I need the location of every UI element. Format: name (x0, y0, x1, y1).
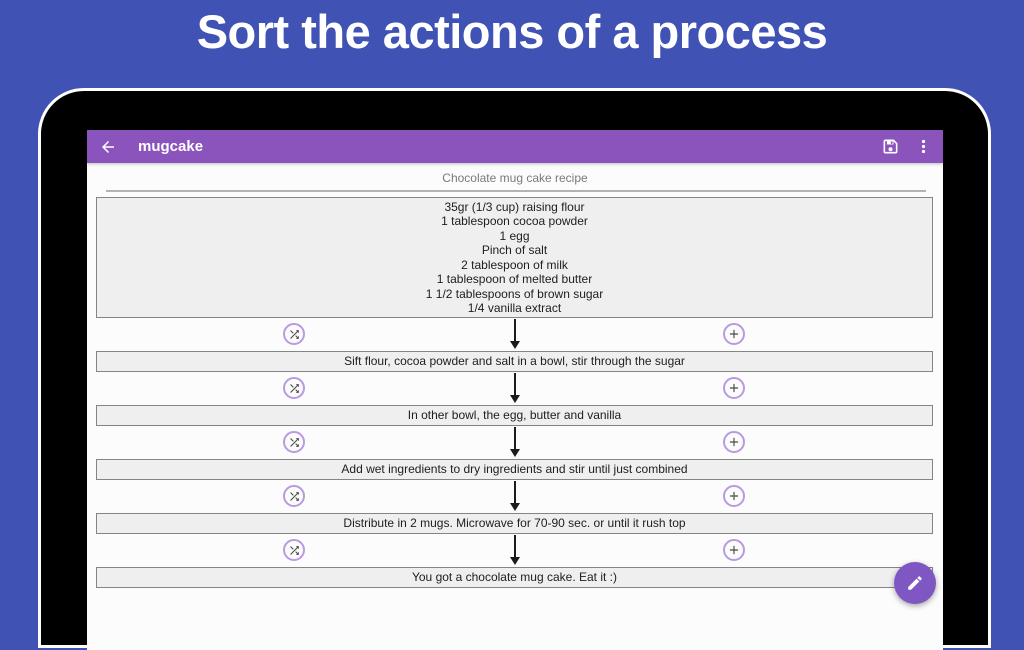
overflow-menu-icon[interactable] (915, 138, 932, 155)
ingredient-line: 2 tablespoon of milk (461, 257, 568, 272)
step-text: Distribute in 2 mugs. Microwave for 70-9… (343, 516, 686, 530)
step-unit: You got a chocolate mug cake. Eat it :) (87, 534, 943, 588)
shuffle-icon[interactable] (283, 377, 305, 399)
add-step-icon[interactable] (723, 539, 745, 561)
down-arrow-icon (507, 481, 523, 517)
edit-fab[interactable] (894, 562, 936, 604)
back-icon[interactable] (99, 138, 117, 156)
step-controls-row (87, 426, 943, 459)
ingredient-line: 35gr (1/3 cup) raising flour (444, 199, 585, 214)
shuffle-icon[interactable] (283, 323, 305, 345)
down-arrow-icon (507, 319, 523, 355)
ingredient-line: 1 1/2 tablespoons of brown sugar (425, 286, 604, 301)
shuffle-icon[interactable] (283, 431, 305, 453)
add-step-icon[interactable] (723, 323, 745, 345)
step-card[interactable]: Distribute in 2 mugs. Microwave for 70-9… (96, 513, 933, 534)
ingredient-line: 1/4 vanilla extract (467, 301, 562, 315)
save-icon[interactable] (882, 138, 899, 155)
step-unit: Distribute in 2 mugs. Microwave for 70-9… (87, 480, 943, 534)
ingredient-line: 1 tablespoon of melted butter (436, 272, 593, 286)
shuffle-icon[interactable] (283, 539, 305, 561)
steps-list: Sift flour, cocoa powder and salt in a b… (87, 318, 943, 588)
step-text: Add wet ingredients to dry ingredients a… (341, 462, 688, 476)
app-screen: mugcake Chocolate mug cake recipe 3 (87, 130, 943, 650)
add-step-icon[interactable] (723, 431, 745, 453)
shuffle-icon[interactable] (283, 485, 305, 507)
step-text: You got a chocolate mug cake. Eat it :) (411, 570, 617, 584)
step-unit: In other bowl, the egg, butter and vanil… (87, 372, 943, 426)
down-arrow-icon (507, 535, 523, 571)
process-editor: Chocolate mug cake recipe 35gr (1/3 cup)… (87, 163, 943, 588)
step-controls-row (87, 534, 943, 567)
step-card[interactable]: You got a chocolate mug cake. Eat it :) (96, 567, 933, 588)
step-card[interactable]: Sift flour, cocoa powder and salt in a b… (96, 351, 933, 372)
add-step-icon[interactable] (723, 485, 745, 507)
step-text: Sift flour, cocoa powder and salt in a b… (344, 354, 685, 368)
step-card[interactable]: Add wet ingredients to dry ingredients a… (96, 459, 933, 480)
recipe-title: Chocolate mug cake recipe (442, 171, 588, 185)
app-toolbar: mugcake (87, 130, 943, 163)
step-controls-row (87, 318, 943, 351)
step-unit: Add wet ingredients to dry ingredients a… (87, 426, 943, 480)
step-controls-row (87, 372, 943, 405)
step-card[interactable]: In other bowl, the egg, butter and vanil… (96, 405, 933, 426)
page-title: Sort the actions of a process (196, 5, 828, 58)
pencil-icon (906, 574, 924, 592)
ingredient-line: 1 egg (499, 228, 530, 243)
recipe-title-underline (106, 190, 926, 192)
toolbar-title: mugcake (138, 138, 204, 155)
ingredient-line: Pinch of salt (481, 243, 548, 257)
down-arrow-icon (507, 427, 523, 463)
add-step-icon[interactable] (723, 377, 745, 399)
step-unit: Sift flour, cocoa powder and salt in a b… (87, 318, 943, 372)
step-controls-row (87, 480, 943, 513)
step-text: In other bowl, the egg, butter and vanil… (407, 408, 622, 422)
ingredient-line: 1 tablespoon cocoa powder (441, 214, 588, 228)
tablet-frame: mugcake Chocolate mug cake recipe 3 (38, 88, 991, 650)
down-arrow-icon (507, 373, 523, 409)
lesson-page: { "page": { "title": "Sort the actions o… (38, 5, 991, 650)
toolbar-actions (882, 138, 932, 155)
